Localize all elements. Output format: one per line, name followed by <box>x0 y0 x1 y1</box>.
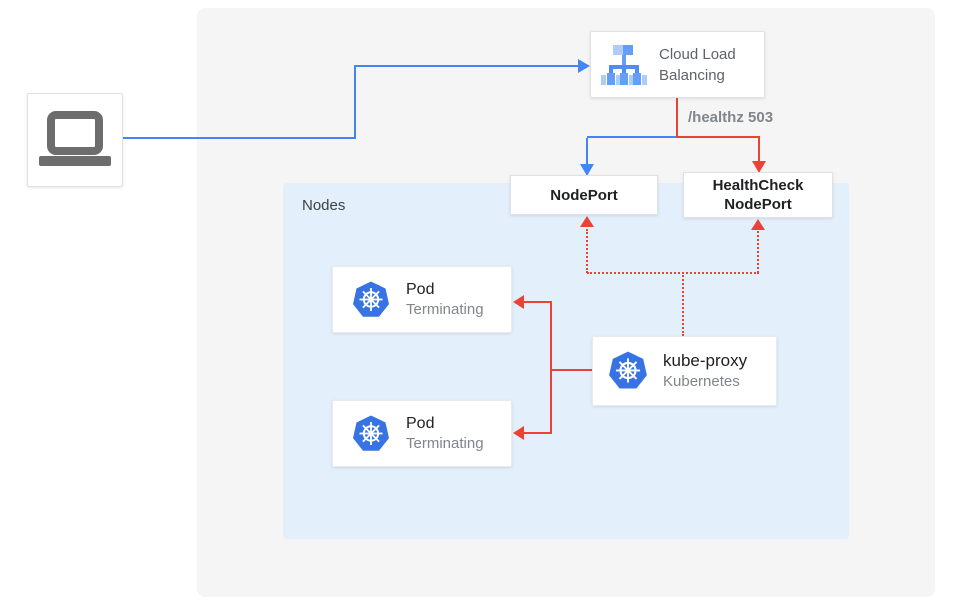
edge-kubeproxy-pod2-h <box>524 432 552 434</box>
kubernetes-icon <box>353 281 389 317</box>
edge-client-to-clb-v <box>354 65 356 139</box>
kube-proxy-text: kube-proxy Kubernetes <box>663 350 747 392</box>
edge-clb-healthcheck-v2 <box>758 138 760 163</box>
kube-proxy-node: kube-proxy Kubernetes <box>592 336 777 406</box>
cloud-load-balancing-label: Cloud Load Balancing <box>659 45 736 84</box>
healthcheck-nodeport-node: HealthCheck NodePort <box>683 172 833 218</box>
kubernetes-icon <box>353 415 389 451</box>
arrowhead-into-nodeport <box>580 164 594 176</box>
nodeport-label: NodePort <box>550 186 618 204</box>
pod-text: Pod Terminating <box>406 279 484 320</box>
cloud-load-balancing-node: Cloud Load Balancing <box>590 31 765 98</box>
cloud-load-balancing-icon <box>601 44 647 85</box>
edge-clb-healthcheck-h <box>676 136 760 138</box>
dotted-edge-to-nodeport-v <box>586 229 588 273</box>
pod-title: Pod <box>406 415 435 432</box>
edge-clb-to-nodeport-v <box>586 138 588 165</box>
dotted-arrowhead-into-nodeport <box>580 216 594 227</box>
edge-kubeproxy-pods-v <box>550 301 552 434</box>
edge-clb-healthcheck-v1 <box>676 98 678 138</box>
pod-node-1: Pod Terminating <box>332 266 512 333</box>
dotted-edge-h <box>587 272 759 274</box>
dotted-edge-to-healthcheck-v <box>757 231 759 273</box>
healthcheck-nodeport-label: HealthCheck NodePort <box>712 177 804 213</box>
kube-proxy-subtitle: Kubernetes <box>663 373 740 390</box>
edge-client-to-clb-h1 <box>122 137 355 139</box>
edge-client-to-clb-h2 <box>354 65 580 67</box>
pod-status: Terminating <box>406 435 484 452</box>
edge-kubeproxy-stub-h <box>552 369 592 371</box>
pod-title: Pod <box>406 281 435 298</box>
arrowhead-into-pod1 <box>513 295 524 309</box>
arrowhead-into-pod2 <box>513 426 524 440</box>
pod-node-2: Pod Terminating <box>332 400 512 467</box>
pod-text: Pod Terminating <box>406 413 484 454</box>
kubernetes-icon <box>609 351 647 389</box>
arrowhead-into-healthcheck-nodeport <box>752 161 766 173</box>
dotted-arrowhead-into-healthcheck-nodeport <box>751 219 765 230</box>
kube-proxy-title: kube-proxy <box>663 351 748 370</box>
edge-clb-to-nodeport-h <box>587 136 677 138</box>
pod-status: Terminating <box>406 301 484 318</box>
nodes-panel-label: Nodes <box>302 197 346 214</box>
edge-kubeproxy-pod1-h <box>524 301 552 303</box>
arrowhead-into-clb <box>578 59 590 73</box>
nodeport-node: NodePort <box>510 175 658 215</box>
client-node <box>27 93 123 187</box>
dotted-edge-from-kubeproxy-v <box>682 272 684 336</box>
laptop-icon <box>39 111 111 166</box>
healthz-annotation: /healthz 503 <box>688 109 774 126</box>
